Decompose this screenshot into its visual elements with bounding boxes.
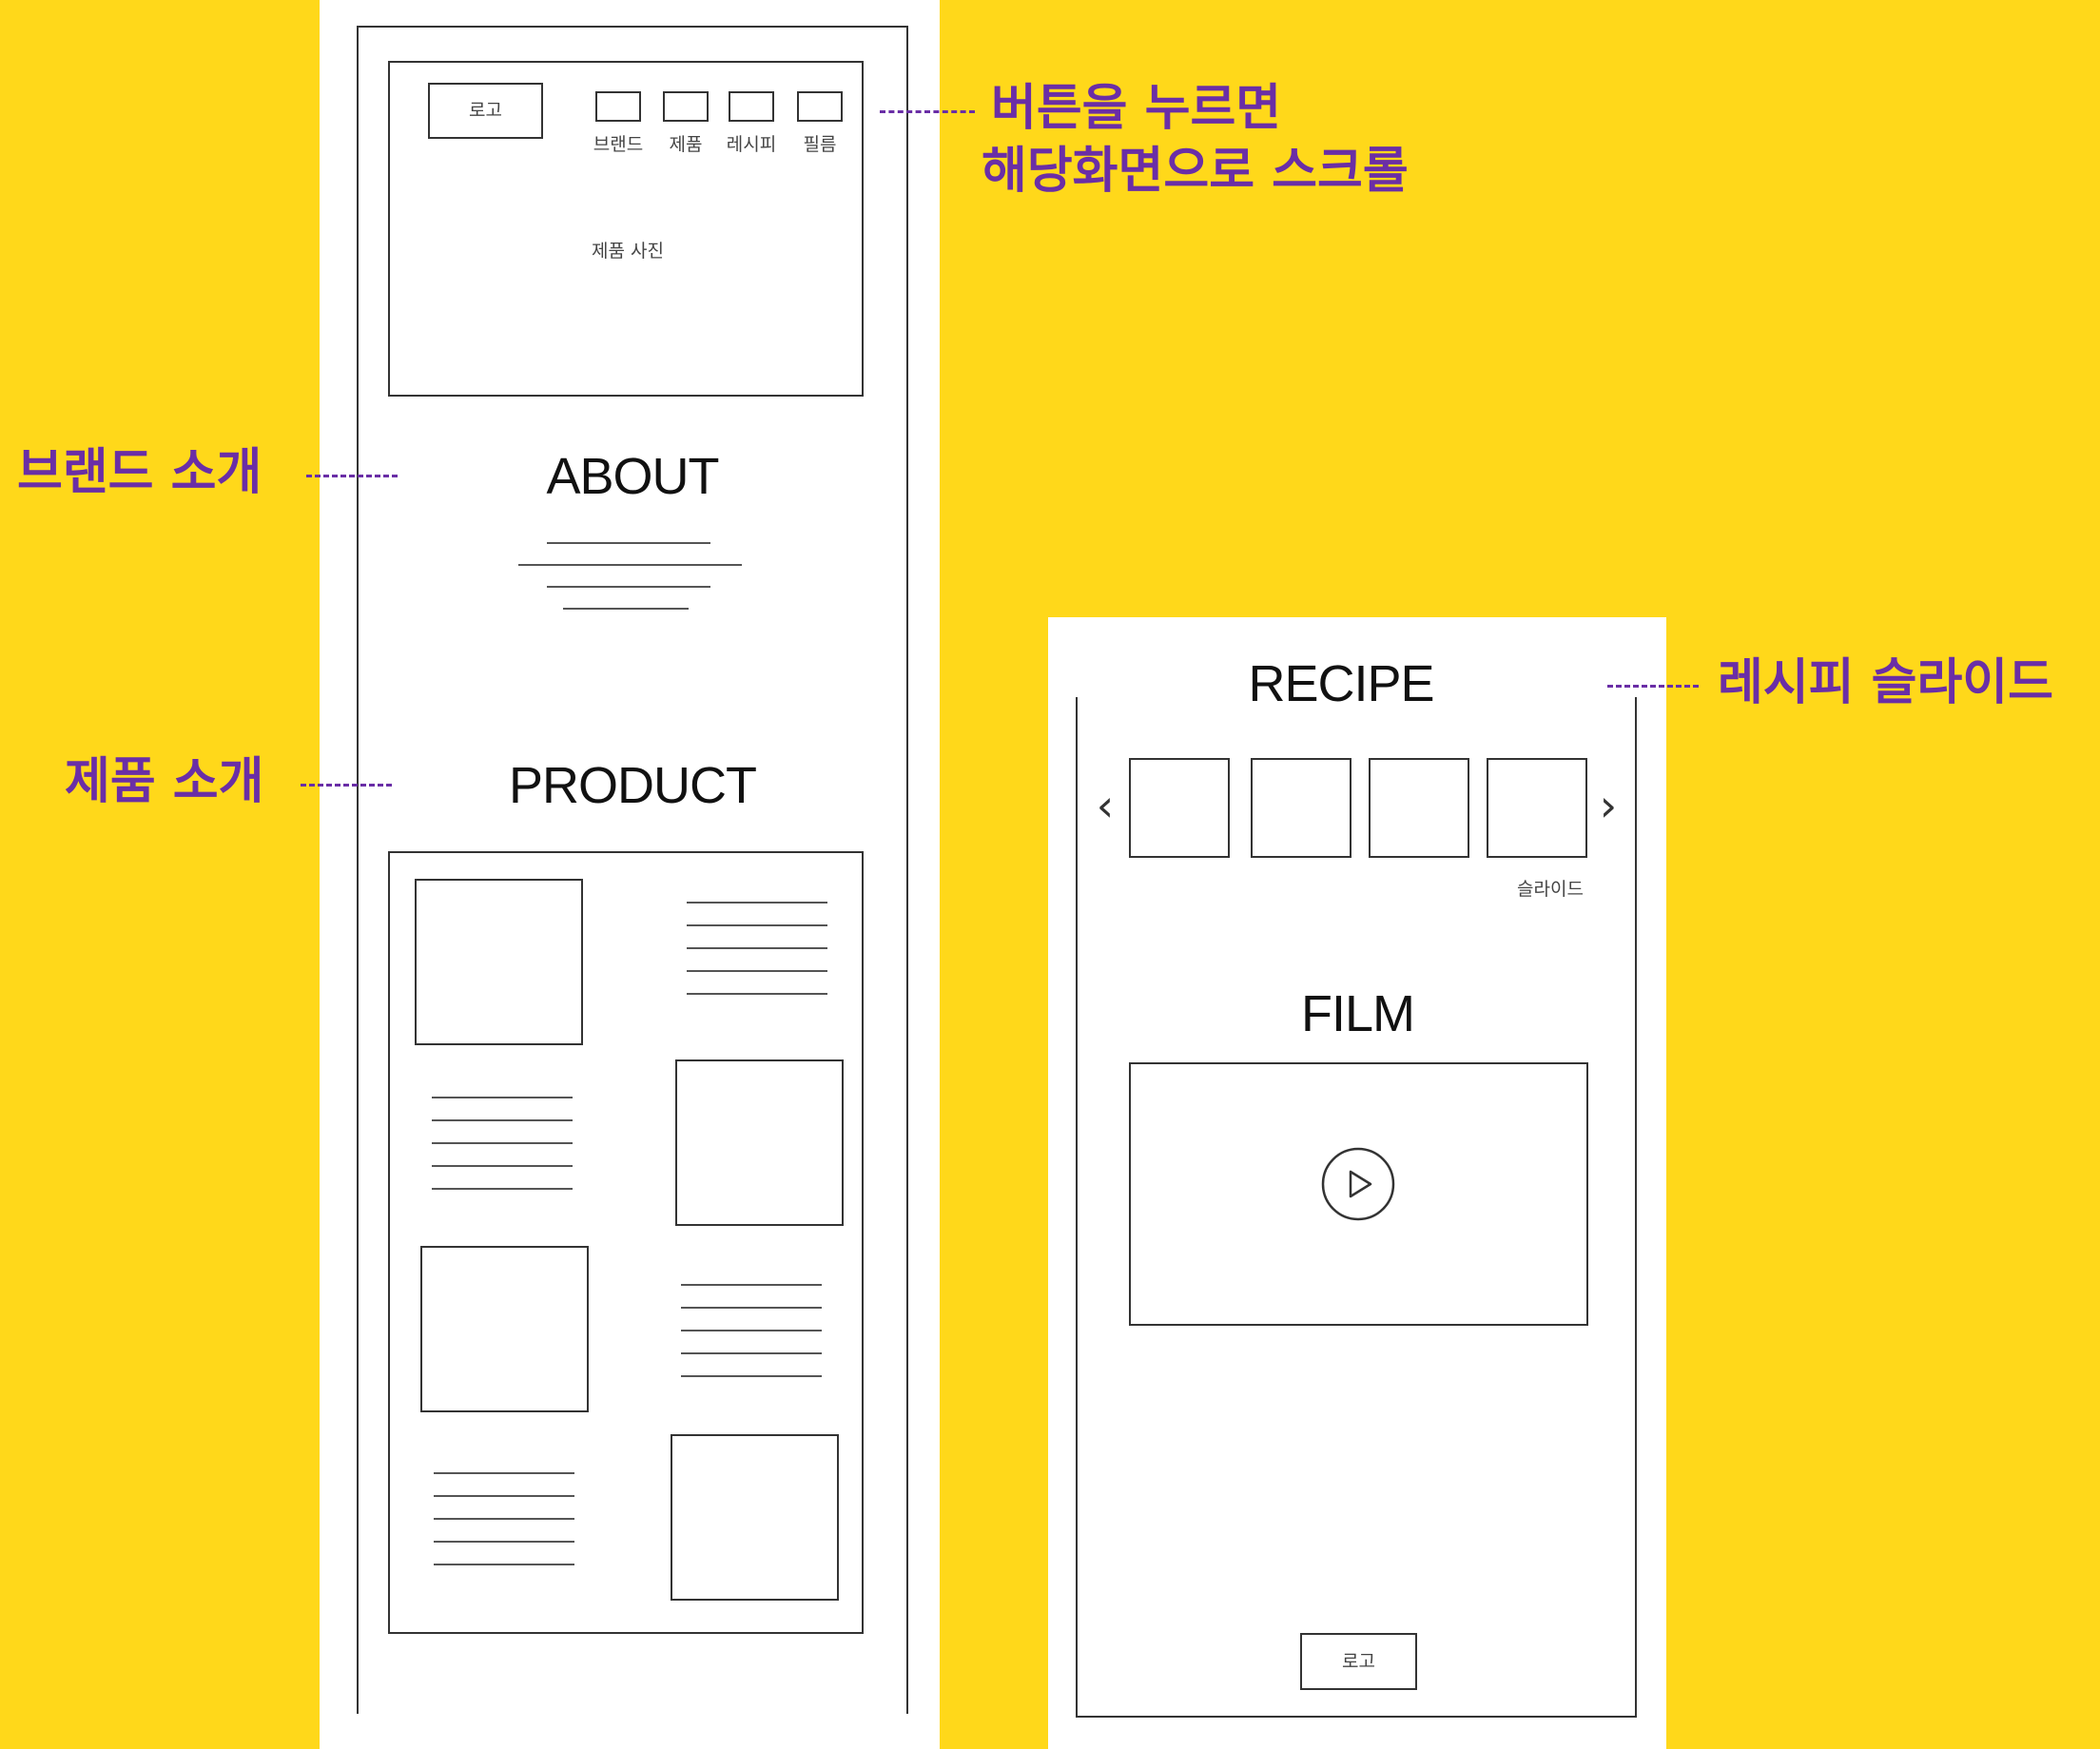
product-image (675, 1059, 844, 1226)
product-text-line (432, 1188, 573, 1190)
film-title: FILM (1300, 985, 1415, 1042)
nav-label-recipe: 레시피 (726, 134, 777, 155)
product-text-line (681, 1307, 822, 1309)
product-image (420, 1246, 589, 1412)
footer-logo-button[interactable]: 로고 (1300, 1633, 1417, 1690)
product-text-line (432, 1142, 573, 1144)
right-page-frame (1076, 697, 1637, 1718)
about-text-line (563, 608, 689, 610)
product-annotation-connector (301, 784, 392, 787)
product-text-line (687, 970, 827, 972)
product-text-line (687, 924, 827, 926)
recipe-slide-item[interactable] (1251, 758, 1351, 858)
product-text-line (434, 1541, 574, 1543)
nav-annotation-line2: 해당화면으로 스크롤 (982, 143, 1409, 200)
nav-button-brand[interactable] (595, 91, 641, 122)
product-text-line (687, 902, 827, 904)
about-text-line (547, 586, 710, 588)
nav-annotation-connector (880, 110, 975, 113)
recipe-slide-label: 슬라이드 (1517, 879, 1584, 900)
product-title: PRODUCT (509, 757, 757, 814)
product-text-line (681, 1284, 822, 1286)
about-title: ABOUT (546, 448, 719, 505)
recipe-slide-item[interactable] (1369, 758, 1469, 858)
recipe-title: RECIPE (1248, 655, 1434, 712)
product-text-line (434, 1472, 574, 1474)
product-text-line (434, 1564, 574, 1565)
recipe-annotation-connector (1607, 685, 1699, 688)
nav-button-recipe[interactable] (729, 91, 774, 122)
nav-label-brand: 브랜드 (593, 134, 644, 155)
product-text-line (687, 993, 827, 995)
nav-annotation-line1: 버튼을 누르면 (991, 80, 1282, 137)
product-text-line (434, 1518, 574, 1520)
nav-button-product[interactable] (663, 91, 709, 122)
about-text-line (518, 564, 742, 566)
recipe-prev-arrow[interactable]: ‹ (1096, 780, 1115, 831)
left-page-frame (357, 26, 908, 1714)
product-image (671, 1434, 839, 1601)
header-logo-label: 로고 (469, 100, 502, 121)
recipe-annotation: 레시피 슬라이드 (1718, 654, 2053, 711)
about-annotation: 브랜드 소개 (17, 444, 262, 501)
hero-image-label: 제품 사진 (592, 241, 664, 262)
product-list-frame (388, 851, 864, 1634)
film-video-frame[interactable] (1129, 1062, 1588, 1326)
about-text-line (547, 542, 710, 544)
nav-label-film: 필름 (803, 134, 837, 155)
product-text-line (434, 1495, 574, 1497)
recipe-next-arrow[interactable]: › (1599, 780, 1618, 831)
recipe-slide-item[interactable] (1487, 758, 1587, 858)
about-annotation-connector (306, 475, 398, 477)
product-text-line (681, 1375, 822, 1377)
product-text-line (432, 1097, 573, 1098)
product-image (415, 879, 583, 1045)
nav-button-film[interactable] (797, 91, 843, 122)
product-text-line (432, 1119, 573, 1121)
product-annotation: 제품 소개 (65, 753, 264, 810)
recipe-slide-item[interactable] (1129, 758, 1230, 858)
footer-logo-label: 로고 (1342, 1651, 1375, 1672)
product-text-line (681, 1352, 822, 1354)
product-text-line (681, 1330, 822, 1331)
nav-label-product: 제품 (669, 134, 703, 155)
product-text-line (432, 1165, 573, 1167)
header-logo-button[interactable]: 로고 (428, 83, 543, 139)
product-text-line (687, 947, 827, 949)
play-icon[interactable] (1320, 1146, 1396, 1222)
